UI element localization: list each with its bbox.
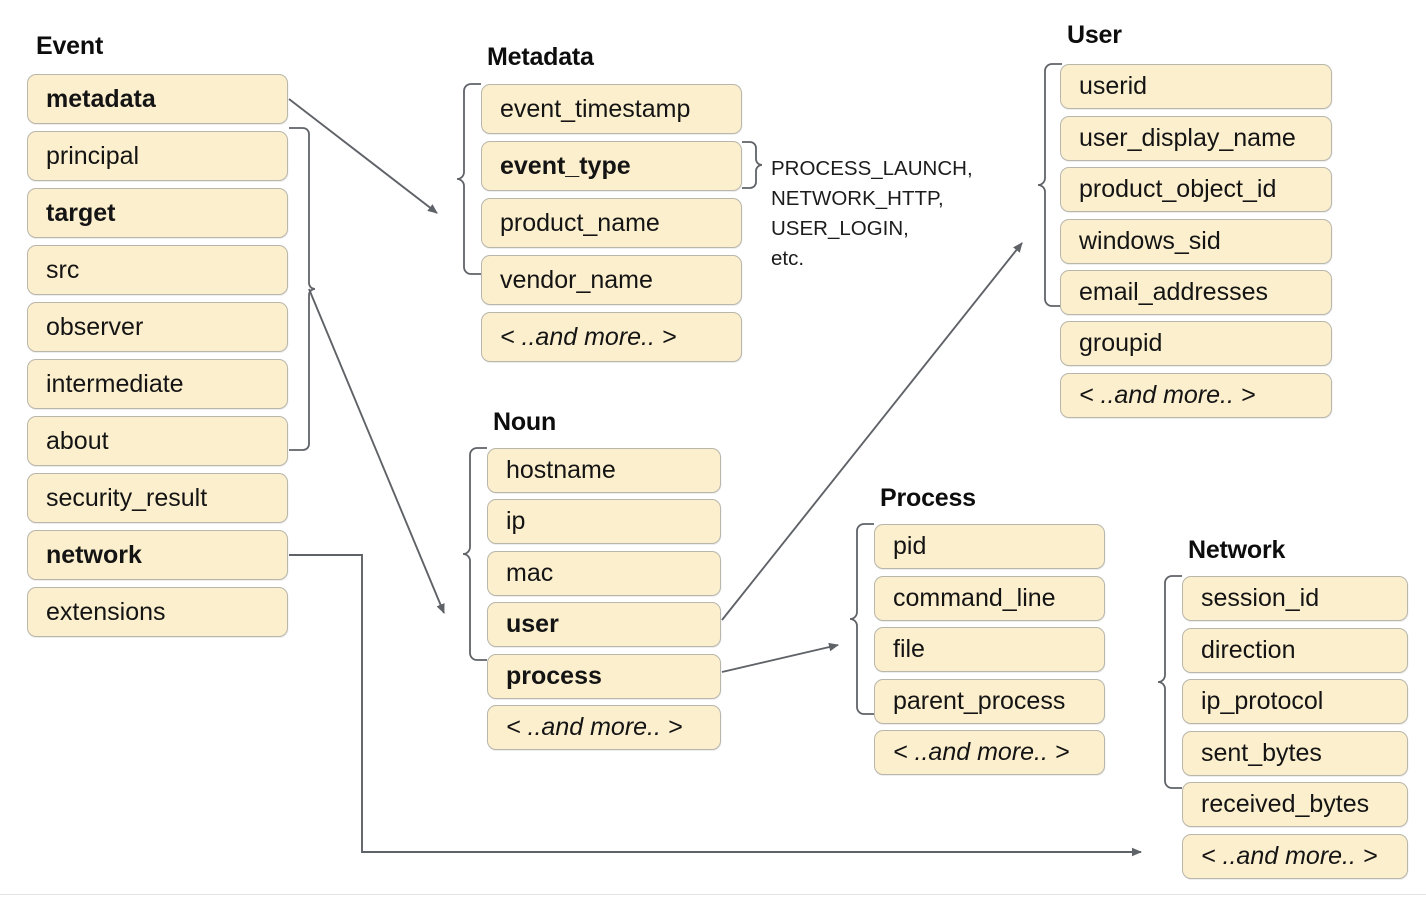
- field-event-network[interactable]: network: [27, 530, 288, 580]
- user-brace: [1037, 63, 1062, 307]
- field-noun-process[interactable]: process: [487, 654, 721, 699]
- group-title-process: Process: [880, 484, 976, 512]
- field-event-principal[interactable]: principal: [27, 131, 288, 181]
- field-event-extensions[interactable]: extensions: [27, 587, 288, 637]
- group-title-noun: Noun: [493, 408, 557, 436]
- group-title-metadata: Metadata: [487, 43, 594, 71]
- field-network-received-bytes[interactable]: received_bytes: [1182, 782, 1408, 827]
- field-user-userid[interactable]: userid: [1060, 64, 1332, 109]
- field-network-session-id[interactable]: session_id: [1182, 576, 1408, 621]
- field-network-ip-protocol[interactable]: ip_protocol: [1182, 679, 1408, 724]
- field-process-command-line[interactable]: command_line: [874, 576, 1105, 621]
- field-event-security-result[interactable]: security_result: [27, 473, 288, 523]
- field-noun-mac[interactable]: mac: [487, 551, 721, 596]
- field-process-parent-process[interactable]: parent_process: [874, 679, 1105, 724]
- field-network-more[interactable]: < ..and more.. >: [1182, 834, 1408, 879]
- field-event-target[interactable]: target: [27, 188, 288, 238]
- link-process: [721, 642, 839, 673]
- field-process-pid[interactable]: pid: [874, 524, 1105, 569]
- field-noun-user[interactable]: user: [487, 602, 721, 647]
- field-user-user-display-name[interactable]: user_display_name: [1060, 116, 1332, 161]
- field-network-direction[interactable]: direction: [1182, 628, 1408, 673]
- field-process-file[interactable]: file: [874, 627, 1105, 672]
- field-user-email-addresses[interactable]: email_addresses: [1060, 270, 1332, 315]
- field-process-more[interactable]: < ..and more.. >: [874, 730, 1105, 775]
- link-noun: [308, 288, 445, 614]
- bottom-divider: [0, 894, 1426, 895]
- field-noun-hostname[interactable]: hostname: [487, 448, 721, 493]
- field-noun-ip[interactable]: ip: [487, 499, 721, 544]
- field-event-about[interactable]: about: [27, 416, 288, 466]
- network-brace: [1157, 575, 1182, 789]
- field-network-sent-bytes[interactable]: sent_bytes: [1182, 731, 1408, 776]
- field-metadata-event-type[interactable]: event_type: [481, 141, 742, 191]
- field-event-observer[interactable]: observer: [27, 302, 288, 352]
- event-noun-brace: [289, 127, 316, 451]
- event-type-value-brace: [742, 141, 763, 189]
- field-event-metadata[interactable]: metadata: [27, 74, 288, 124]
- field-metadata-vendor-name[interactable]: vendor_name: [481, 255, 742, 305]
- field-user-groupid[interactable]: groupid: [1060, 321, 1332, 366]
- link-metadata: [288, 98, 438, 214]
- group-title-user: User: [1067, 21, 1122, 49]
- field-metadata-more[interactable]: < ..and more.. >: [481, 312, 742, 362]
- field-user-more[interactable]: < ..and more.. >: [1060, 373, 1332, 418]
- field-noun-more[interactable]: < ..and more.. >: [487, 705, 721, 750]
- field-user-product-object-id[interactable]: product_object_id: [1060, 167, 1332, 212]
- process-brace: [849, 523, 874, 715]
- field-event-intermediate[interactable]: intermediate: [27, 359, 288, 409]
- field-user-windows-sid[interactable]: windows_sid: [1060, 219, 1332, 264]
- group-title-network: Network: [1188, 536, 1286, 564]
- metadata-brace: [456, 83, 481, 275]
- annotation-event-type-values: PROCESS_LAUNCH, NETWORK_HTTP, USER_LOGIN…: [771, 157, 973, 270]
- group-title-event: Event: [36, 32, 104, 60]
- noun-brace: [462, 447, 487, 661]
- field-metadata-event-timestamp[interactable]: event_timestamp: [481, 84, 742, 134]
- field-event-src[interactable]: src: [27, 245, 288, 295]
- field-metadata-product-name[interactable]: product_name: [481, 198, 742, 248]
